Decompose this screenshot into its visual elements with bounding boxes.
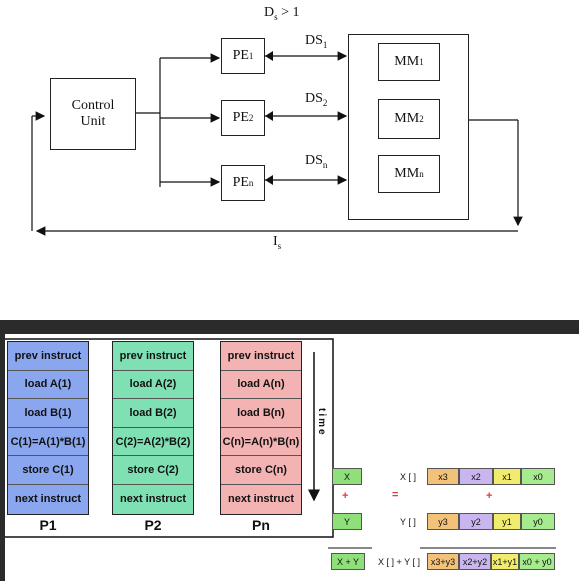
pn-cell: prev instruct xyxy=(221,342,301,371)
ds-n-label: DSn xyxy=(305,153,328,170)
equals-sign: = xyxy=(392,489,399,501)
x-operand-box: X xyxy=(332,468,362,485)
y-cell: y0 xyxy=(521,513,555,530)
processor-label-p2: P2 xyxy=(144,517,162,533)
sum-array-label: X [ ] + Y [ ] xyxy=(378,557,420,567)
p2-cell: load A(2) xyxy=(113,370,193,400)
ds-1-label: DS1 xyxy=(305,33,328,50)
plus-sign-right: + xyxy=(486,490,493,502)
sum-cell: x0 + y0 xyxy=(519,553,555,570)
p1-cell: store C(1) xyxy=(8,456,88,485)
p2-cell: load B(2) xyxy=(113,399,193,428)
x-cell: x2 xyxy=(459,468,493,485)
y-array-label: Y [ ] xyxy=(400,517,416,527)
p2-cell: store C(2) xyxy=(113,456,193,485)
processor-column-p1: prev instruct load A(1) load B(1) C(1)=A… xyxy=(7,341,89,515)
left-border xyxy=(0,334,5,581)
p1-cell: next instruct xyxy=(8,484,88,514)
control-unit: Control Unit xyxy=(50,78,136,150)
p1-cell: C(1)=A(1)*B(1) xyxy=(8,427,88,457)
pn-cell: C(n)=A(n)*B(n) xyxy=(221,427,301,457)
p2-cell: prev instruct xyxy=(113,342,193,371)
pn-cell: load A(n) xyxy=(221,370,301,400)
x-cell: x1 xyxy=(493,468,521,485)
condition-label: Ds > 1 xyxy=(264,5,300,22)
p1-cell: prev instruct xyxy=(8,342,88,371)
plus-sign-left: + xyxy=(342,490,349,502)
y-cell: y2 xyxy=(459,513,493,530)
p2-cell: C(2)=A(2)*B(2) xyxy=(113,427,193,457)
connection-lines xyxy=(31,51,523,236)
sum-cell: x2+y2 xyxy=(459,553,491,570)
processor-column-p2: prev instruct load A(2) load B(2) C(2)=A… xyxy=(112,341,194,515)
x-array-label: X [ ] xyxy=(400,472,417,482)
y-cell: y3 xyxy=(427,513,459,530)
y-cell: y1 xyxy=(493,513,521,530)
section-divider xyxy=(0,320,579,334)
sum-cell: x3+y3 xyxy=(427,553,459,570)
p2-cell: next instruct xyxy=(113,484,193,514)
sum-operand-box: X + Y xyxy=(331,553,365,570)
pn-cell: next instruct xyxy=(221,484,301,514)
pn-cell: store C(n) xyxy=(221,456,301,485)
sum-cell: x1+y1 xyxy=(491,553,519,570)
instruction-stream-label: Is xyxy=(273,234,282,251)
processor-label-pn: Pn xyxy=(252,517,270,533)
p1-cell: load B(1) xyxy=(8,399,88,428)
processor-label-p1: P1 xyxy=(39,517,57,533)
p1-cell: load A(1) xyxy=(8,370,88,400)
time-label: time xyxy=(316,408,327,437)
processor-column-pn: prev instruct load A(n) load B(n) C(n)=A… xyxy=(220,341,302,515)
x-cell: x0 xyxy=(521,468,555,485)
y-operand-box: Y xyxy=(332,513,362,530)
x-cell: x3 xyxy=(427,468,459,485)
pn-cell: load B(n) xyxy=(221,399,301,428)
ds-2-label: DS2 xyxy=(305,91,328,108)
